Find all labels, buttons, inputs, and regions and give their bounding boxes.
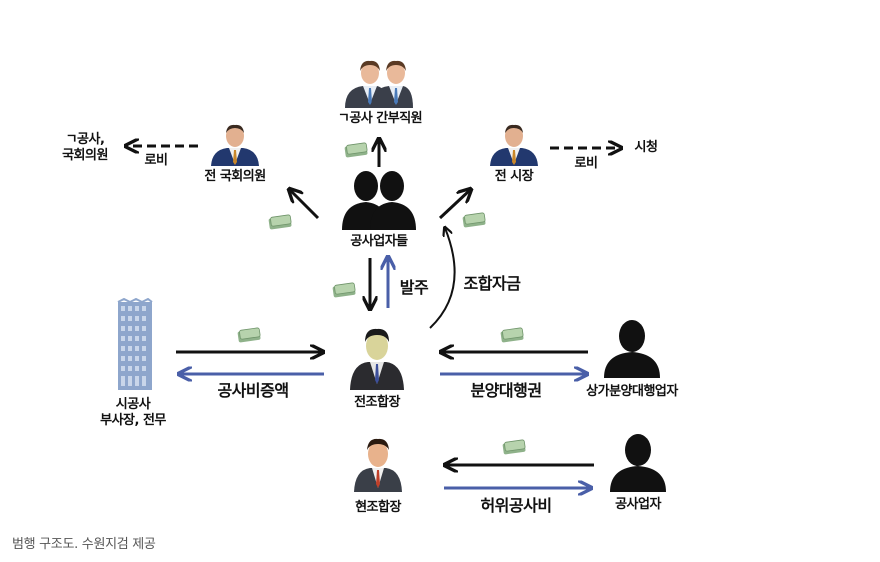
businessman-icon (211, 124, 259, 166)
edge-order: 발주 (399, 278, 429, 297)
edge-lobby-right: 로비 (574, 156, 598, 171)
businessman-icon (350, 328, 404, 390)
money-icon (237, 327, 261, 343)
money-icon (344, 142, 368, 158)
node-former-chair: 전조합장 (354, 395, 400, 410)
node-builder: 시공사 부사장, 전무 (100, 397, 166, 428)
building-icon (117, 298, 153, 390)
arrow-to-right-official (438, 190, 470, 220)
money-icon (500, 327, 524, 343)
node-right-target: 시청 (634, 140, 658, 155)
businessman-icon (354, 438, 402, 492)
node-contractor: 공사업자 (615, 497, 661, 512)
node-right-official: 전 시장 (494, 169, 534, 184)
silhouette-icon (604, 320, 660, 378)
businessman-icon (490, 124, 538, 166)
businessman-pair-icon (345, 60, 413, 108)
money-icon (502, 439, 526, 455)
node-top-group: ㄱ공사 간부직원 (337, 111, 423, 126)
edge-cost-increase: 공사비증액 (217, 381, 289, 400)
node-center-group: 공사업자들 (350, 234, 408, 249)
money-icon (462, 212, 486, 228)
crime-structure-diagram: ㄱ공사 간부직원 전 국회의원 ㄱ공사, 국회의원 로비 전 시장 시청 로비 … (0, 0, 880, 525)
silhouette-icon (610, 434, 666, 492)
edge-sales-rights: 분양대행권 (470, 381, 542, 400)
edge-lobby-left: 로비 (144, 153, 168, 168)
edge-union-fund: 조합자금 (463, 274, 521, 293)
node-left-target: ㄱ공사, 국회의원 (62, 132, 108, 163)
image-caption: 범행 구조도. 수원지검 제공 (12, 537, 156, 552)
silhouette-pair-icon (342, 171, 416, 230)
node-current-chair: 현조합장 (355, 500, 401, 515)
node-left-official: 전 국회의원 (204, 169, 266, 184)
arrow-to-left-official (290, 190, 320, 220)
edge-fake-cost: 허위공사비 (480, 496, 552, 515)
money-icon (332, 282, 356, 298)
money-icon (268, 214, 292, 230)
diagram-connectors (0, 0, 880, 525)
node-sales-agent: 상가분양대행업자 (586, 384, 678, 399)
arrow-union-fund (429, 228, 456, 329)
